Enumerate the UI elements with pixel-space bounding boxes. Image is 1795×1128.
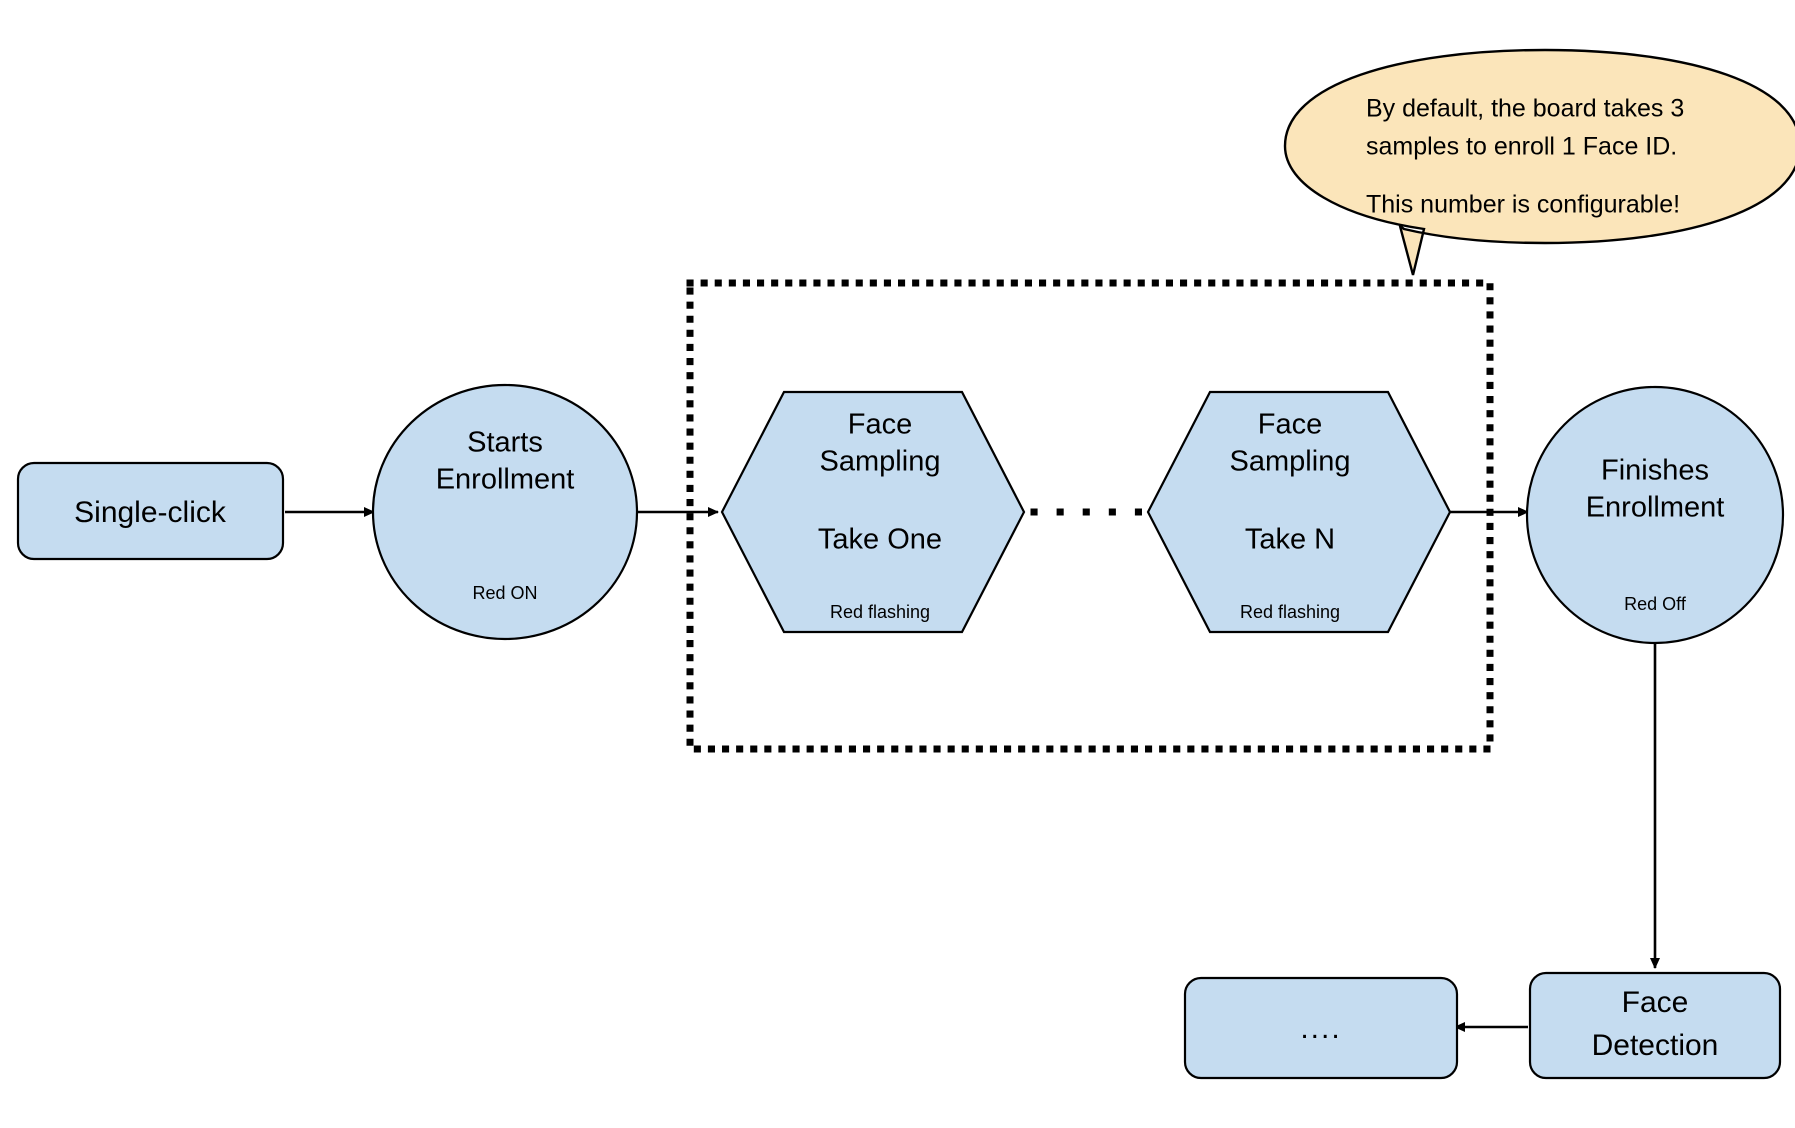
face-detection-shape[interactable] [1528, 971, 1782, 1080]
finishes-enrollment-line2: Enrollment [1586, 492, 1725, 524]
callout-line3: This number is configurable! [1366, 191, 1680, 219]
sampling-group-border [686, 279, 1494, 753]
node-single-click[interactable]: Single-click [16, 461, 285, 561]
face-sampling-one-line1: Face [848, 409, 912, 441]
starts-enrollment-line2: Enrollment [436, 464, 575, 496]
face-sampling-one-status: Red flashing [830, 602, 930, 622]
single-click-shape[interactable] [16, 461, 285, 561]
single-click-label: Single-click [74, 496, 227, 529]
continuation-label: .... [1300, 1012, 1341, 1045]
node-continuation[interactable]: .... [1183, 976, 1459, 1080]
face-sampling-n-status: Red flashing [1240, 602, 1340, 622]
face-sampling-one-shape[interactable] [720, 390, 1026, 634]
face-sampling-n-shape[interactable] [1146, 390, 1452, 634]
face-detection-line1: Face [1622, 986, 1689, 1019]
node-face-detection[interactable]: Face Detection [1528, 971, 1782, 1080]
callout-line1: By default, the board takes 3 [1366, 95, 1684, 123]
face-sampling-n-take: Take N [1245, 524, 1335, 556]
finishes-enrollment-line1: Finishes [1601, 455, 1709, 487]
callout-line2: samples to enroll 1 Face ID. [1366, 133, 1677, 161]
face-sampling-one-take: Take One [818, 524, 942, 556]
continuation-shape[interactable] [1183, 976, 1459, 1080]
starts-enrollment-shape[interactable] [371, 383, 639, 641]
finishes-enrollment-status: Red Off [1624, 594, 1687, 614]
node-starts-enrollment[interactable]: Starts Enrollment Red ON [371, 383, 639, 641]
callout-bubble-shape [1283, 48, 1795, 276]
starts-enrollment-status: Red ON [472, 583, 537, 603]
face-sampling-n-line1: Face [1258, 409, 1322, 441]
starts-enrollment-line1: Starts [467, 427, 543, 459]
finishes-enrollment-shape[interactable] [1525, 385, 1785, 645]
callout-note: By default, the board takes 3 samples to… [1283, 48, 1795, 276]
node-face-sampling-one[interactable]: Face Sampling Take One Red flashing [720, 390, 1026, 634]
node-finishes-enrollment[interactable]: Finishes Enrollment Red Off [1525, 385, 1785, 645]
face-detection-line2: Detection [1592, 1029, 1719, 1062]
node-face-sampling-n[interactable]: Face Sampling Take N Red flashing [1146, 390, 1452, 634]
face-sampling-n-line2: Sampling [1230, 446, 1351, 478]
face-sampling-one-line2: Sampling [820, 446, 941, 478]
